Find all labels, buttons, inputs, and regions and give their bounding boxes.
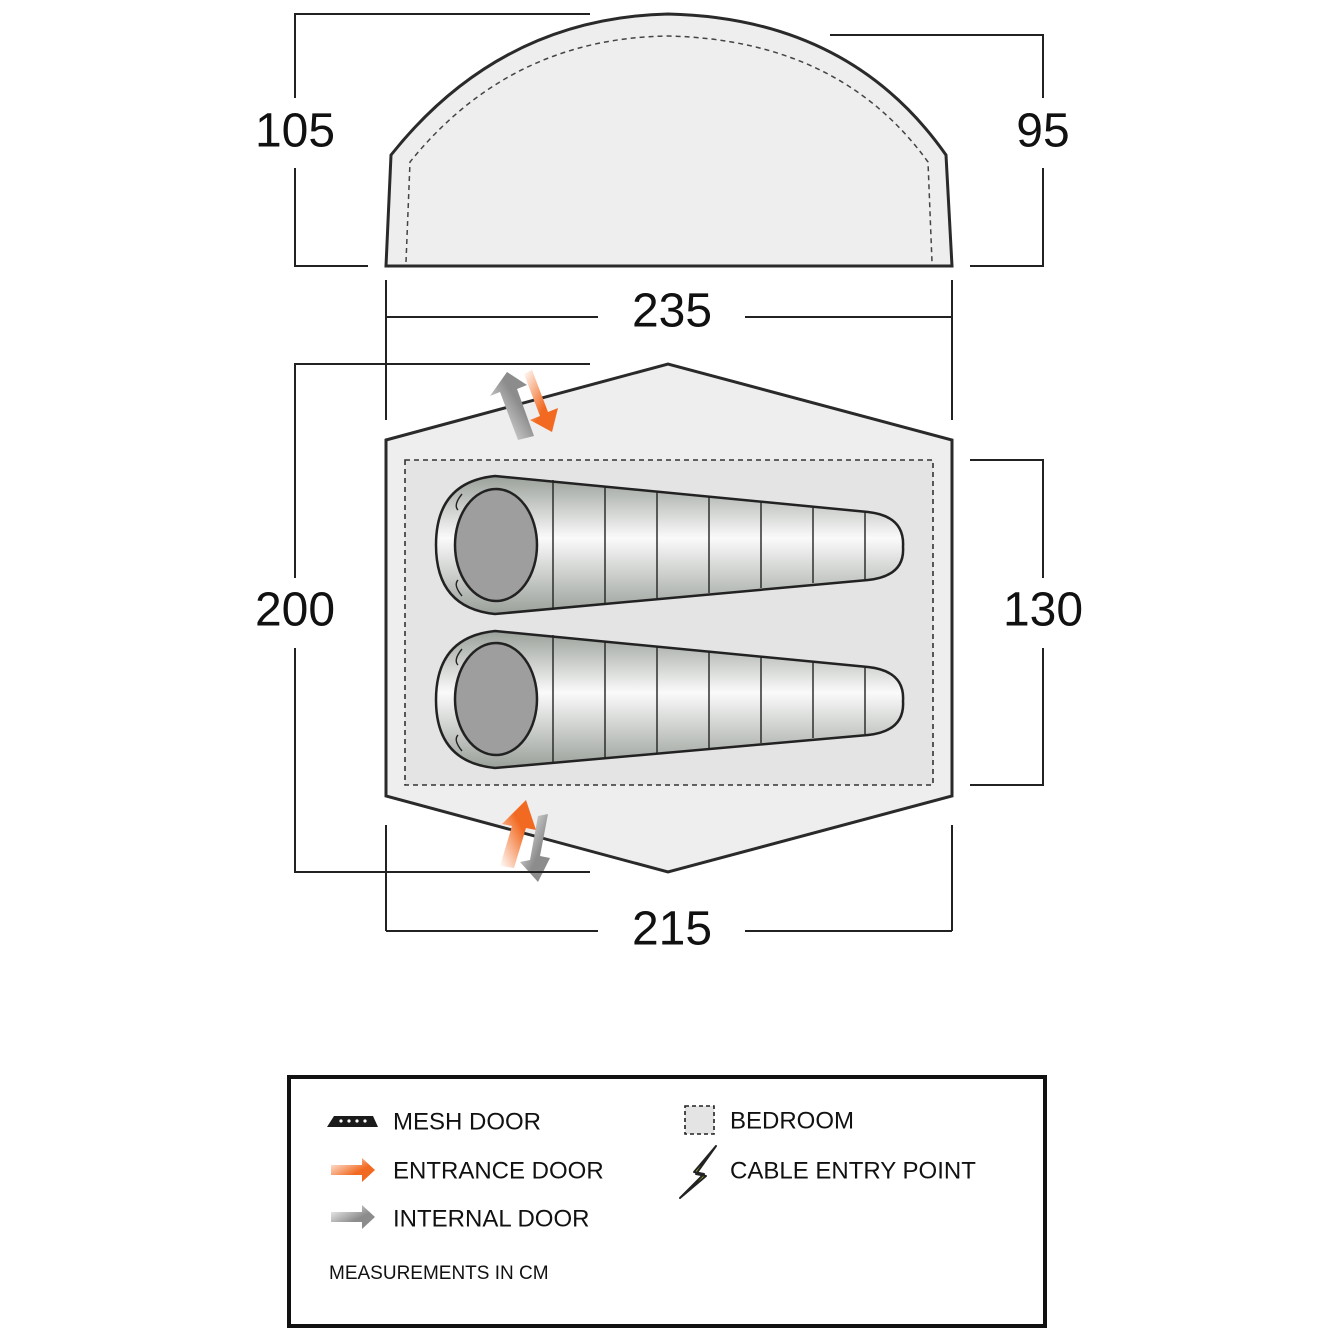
legend-note: MEASUREMENTS IN CM: [329, 1263, 549, 1284]
width-top-label: 235: [632, 285, 712, 338]
sleeping-bag: [434, 629, 905, 770]
entrance-door-arrow-icon: [524, 370, 558, 432]
entrance-door-arrow-icon: [500, 800, 536, 868]
width-bottom-label: 215: [632, 903, 712, 956]
length-right-label: 130: [1003, 584, 1083, 637]
pillow: [453, 641, 539, 757]
cable-entry-lightning-icon: [679, 1145, 717, 1199]
length-right-dimension: 130: [970, 459, 1083, 786]
sleeping-bag: [434, 474, 905, 616]
legend-label-cable-entry-point: CABLE ENTRY POINT: [730, 1157, 976, 1184]
legend-box: [287, 1075, 1047, 1328]
height-right-dimension-line: [830, 34, 1044, 267]
height-left-dimension-line: [294, 13, 590, 267]
legend-label-entrance-door: ENTRANCE DOOR: [393, 1157, 604, 1184]
bedroom-icon: [684, 1105, 715, 1135]
legend: MESH DOOR ENTRANCE DOOR INTERNAL DOOR BE…: [287, 1075, 1047, 1328]
height-left-label: 105: [255, 105, 335, 158]
pillow: [453, 487, 539, 603]
length-left-dimension: 200: [255, 363, 590, 873]
width-top-dimension-line: [385, 280, 953, 420]
inner-tent-profile: [405, 35, 933, 263]
length-left-label: 200: [255, 584, 335, 637]
width-bottom-dimension: 215: [385, 825, 953, 956]
length-right-dimension-line: [970, 459, 1044, 786]
floor-plan: [384, 362, 954, 882]
side-elevation: 105 95: [255, 12, 1070, 268]
legend-label-mesh-door: MESH DOOR: [393, 1108, 541, 1135]
width-bottom-dimension-line: [385, 825, 953, 932]
legend-label-internal-door: INTERNAL DOOR: [393, 1205, 589, 1232]
internal-door-arrow-icon: [520, 814, 550, 882]
length-left-dimension-line: [294, 363, 590, 873]
mesh-door-icon: [327, 1116, 378, 1127]
height-right-label: 95: [1016, 105, 1069, 158]
internal-door-arrow-icon: [490, 372, 534, 440]
width-top-dimension: 235: [385, 280, 953, 420]
tent-side-profile: [384, 12, 954, 268]
entrance-door-arrow-icon: [331, 1158, 375, 1182]
internal-door-arrow-icon: [331, 1205, 375, 1229]
legend-label-bedroom: BEDROOM: [730, 1107, 854, 1134]
